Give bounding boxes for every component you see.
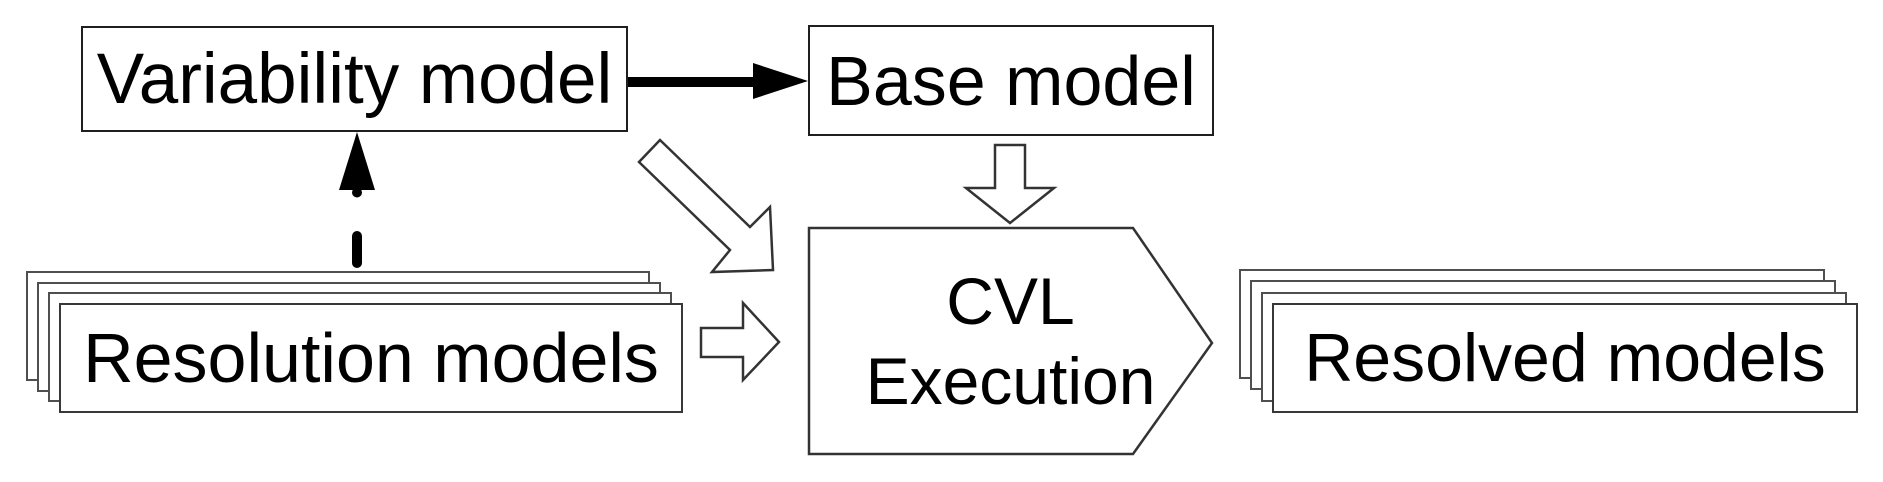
arrow-resolution-to-variability (339, 132, 375, 268)
arrow-variability-to-cvl (637, 138, 775, 274)
base-model-node: Base model (808, 25, 1214, 136)
resolution-models-node: Resolution models (59, 303, 683, 413)
resolved-models-label: Resolved models (1304, 320, 1826, 396)
resolution-models-label: Resolution models (83, 319, 659, 397)
arrow-variability-to-base (628, 63, 808, 99)
cvl-execution-label-line2: Execution (865, 344, 1156, 418)
variability-model-node: Variability model (81, 26, 628, 132)
cvl-execution-label: CVL Execution (809, 228, 1212, 454)
arrow-base-to-cvl (962, 143, 1058, 225)
cvl-execution-node (807, 226, 1214, 456)
resolved-models-node: Resolved models (1272, 303, 1858, 413)
cvl-execution-label-line1: CVL (946, 264, 1075, 338)
arrow-resolution-to-cvl (699, 299, 781, 384)
base-model-label: Base model (826, 41, 1196, 120)
variability-model-label: Variability model (96, 39, 613, 119)
